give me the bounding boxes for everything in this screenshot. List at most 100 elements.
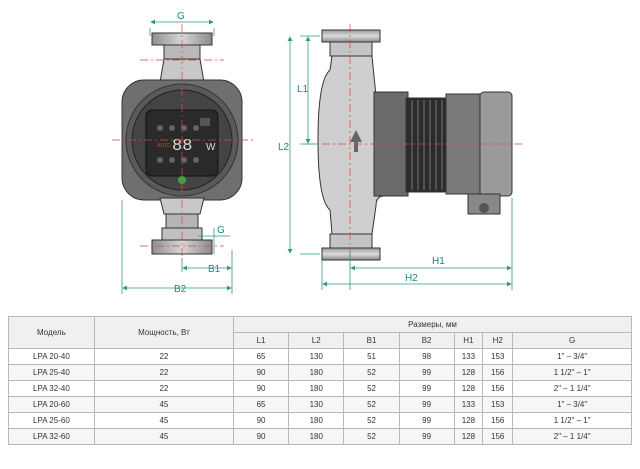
side-view [306, 24, 524, 268]
cell-b2: 99 [398, 412, 455, 429]
subheader-h2: H2 [482, 332, 514, 349]
display-mode-text: AUTO [157, 143, 171, 149]
dim-label-g-top: G [177, 11, 185, 22]
dim-label-h2: H2 [405, 273, 418, 284]
cell-power: 22 [93, 348, 235, 365]
flow-direction-arrow-icon [350, 130, 362, 152]
cell-l2: 180 [288, 412, 345, 429]
display-digits: 88 [172, 137, 192, 156]
cell-g: 1" – 3/4" [512, 348, 632, 365]
cell-h1: 128 [453, 380, 484, 397]
cell-l1: 90 [233, 412, 290, 429]
dim-label-h1: H1 [432, 256, 445, 267]
cell-model: LPA 25-60 [8, 412, 95, 429]
subheader-g: G [512, 332, 632, 349]
cell-l1: 90 [233, 380, 290, 397]
cell-g: 2" – 1 1/4" [512, 380, 632, 397]
header-power: Мощность, Вт [93, 316, 235, 349]
side-fin-lines [411, 100, 443, 190]
cable-gland-icon [479, 203, 489, 213]
cell-h1: 128 [453, 428, 484, 445]
cell-model: LPA 32-40 [8, 380, 95, 397]
subheader-l1: L1 [233, 332, 290, 349]
cell-power: 22 [93, 364, 235, 381]
dim-label-b2: B2 [174, 284, 187, 295]
cell-h1: 133 [453, 348, 484, 365]
dim-label-b1: B1 [208, 264, 221, 275]
cell-l2: 180 [288, 428, 345, 445]
side-bottom-pipe [329, 233, 373, 249]
table-header-row: Модель Мощность, Вт Размеры, мм [8, 316, 632, 349]
cell-l1: 65 [233, 396, 290, 413]
cell-h2: 156 [482, 428, 514, 445]
cell-l1: 90 [233, 364, 290, 381]
side-top-pipe [329, 41, 373, 57]
dim-label-l2: L2 [278, 142, 290, 153]
cell-b1: 52 [343, 396, 400, 413]
dim-label-g-side: G [217, 225, 225, 236]
subheader-b2: B2 [398, 332, 455, 349]
cell-l1: 65 [233, 348, 290, 365]
side-bottom-nut [321, 247, 381, 261]
cell-b1: 52 [343, 428, 400, 445]
cell-b1: 52 [343, 364, 400, 381]
cell-power: 45 [93, 428, 235, 445]
cell-power: 45 [93, 396, 235, 413]
cell-model: LPA 20-60 [8, 396, 95, 413]
cell-power: 22 [93, 380, 235, 397]
subheader-l2: L2 [288, 332, 345, 349]
cell-h2: 156 [482, 412, 514, 429]
cell-g: 1 1/2" – 1" [512, 412, 632, 429]
cell-h1: 128 [453, 412, 484, 429]
cell-h2: 156 [482, 380, 514, 397]
subheader-b1: B1 [343, 332, 400, 349]
cell-l2: 130 [288, 348, 345, 365]
cell-b2: 98 [398, 348, 455, 365]
cell-h2: 153 [482, 348, 514, 365]
display-unit: W [206, 142, 216, 153]
cell-h1: 128 [453, 364, 484, 381]
cell-g: 1" – 3/4" [512, 396, 632, 413]
cell-model: LPA 32-60 [8, 428, 95, 445]
cell-b1: 52 [343, 412, 400, 429]
cell-model: LPA 20-40 [8, 348, 95, 365]
cell-b2: 99 [398, 396, 455, 413]
cell-l2: 130 [288, 396, 345, 413]
side-top-nut [321, 29, 381, 43]
cell-b2: 99 [398, 428, 455, 445]
cell-g: 2" – 1 1/4" [512, 428, 632, 445]
subheader-h1: H1 [453, 332, 484, 349]
cell-l1: 90 [233, 428, 290, 445]
front-view: AUTO 88 W [112, 24, 254, 262]
cell-power: 45 [93, 412, 235, 429]
side-motor-fins [405, 97, 447, 193]
cell-model: LPA 25-40 [8, 364, 95, 381]
cell-b1: 51 [343, 348, 400, 365]
cell-h2: 156 [482, 364, 514, 381]
cell-l2: 180 [288, 380, 345, 397]
control-indicators [157, 125, 199, 163]
front-dimensions: G G B1 B2 [121, 11, 233, 295]
cell-b1: 52 [343, 380, 400, 397]
pump-technical-drawing: AUTO 88 W G G B1 B2 [112, 11, 524, 295]
dim-label-l1: L1 [297, 84, 309, 95]
cell-h2: 153 [482, 396, 514, 413]
table-subheader-row: L1 L2 B1 B2 H1 H2 G [9, 332, 632, 349]
dimensions-table: Модель Мощность, Вт Размеры, мм L1 L2 B1… [8, 316, 632, 445]
cell-b2: 99 [398, 380, 455, 397]
cell-b2: 99 [398, 364, 455, 381]
cell-l2: 180 [288, 364, 345, 381]
cell-h1: 133 [453, 396, 484, 413]
cell-g: 1 1/2" – 1" [512, 364, 632, 381]
mode-button [200, 118, 210, 126]
header-model: Модель [8, 316, 95, 349]
header-sizes: Размеры, мм [233, 316, 632, 333]
side-dimensions: L2 L1 H1 H2 [278, 35, 513, 290]
